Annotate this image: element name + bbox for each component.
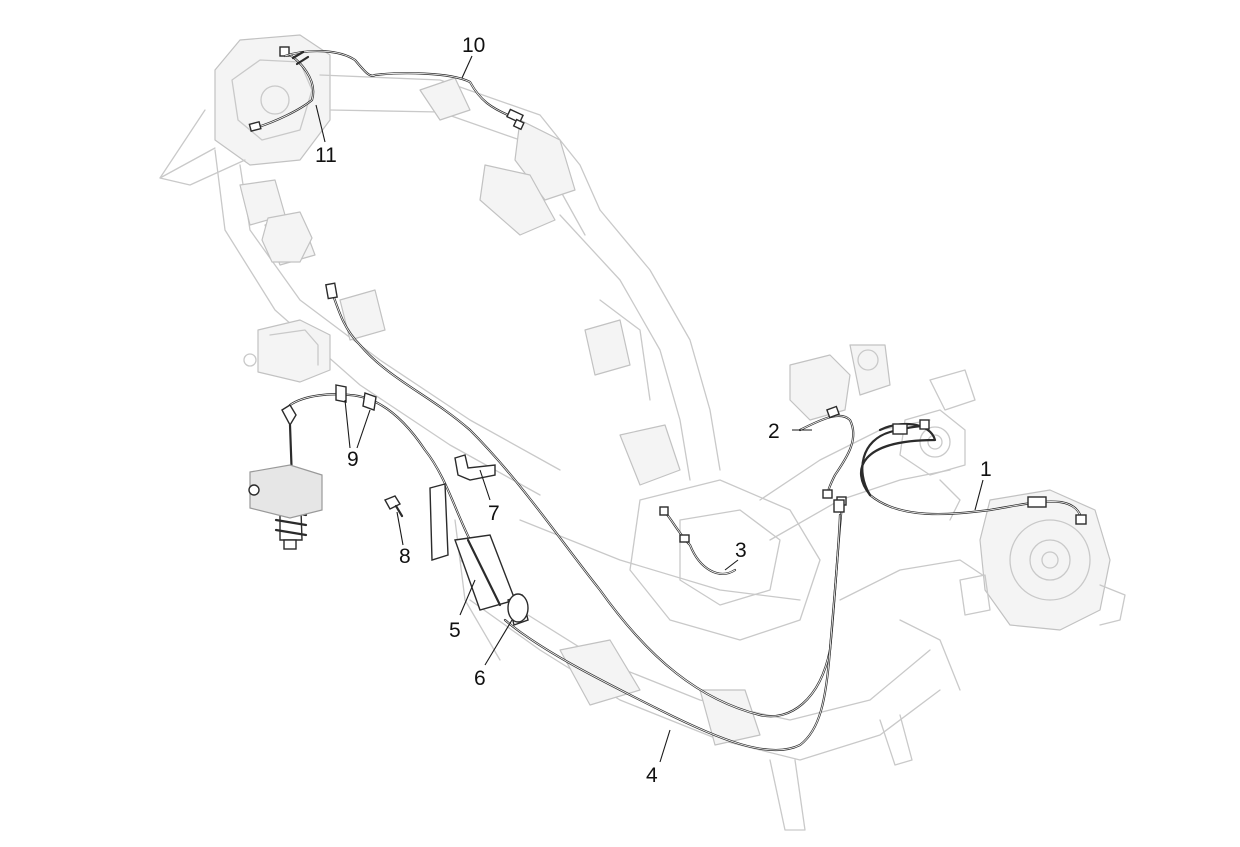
callout-labels: 1 2 3 4 5 6 7 8 9 10 11 [315,34,992,787]
callout-8: 8 [399,545,411,568]
leader-lines [315,55,984,763]
callout-3: 3 [735,539,747,562]
part-10-cable [283,49,525,131]
part-9-hose-with-clips [248,384,472,550]
callout-9: 9 [347,448,359,471]
scooter-frame [159,34,1126,831]
part-5-guide [429,483,516,611]
part-1-cable [860,419,1087,525]
callout-6: 6 [474,667,486,690]
callout-11: 11 [315,144,337,167]
part-7-bracket [454,454,496,481]
callout-5: 5 [449,619,461,642]
part-4-cable [503,499,845,752]
callout-7: 7 [488,502,500,525]
callout-10: 10 [462,34,485,57]
callout-1: 1 [980,458,992,481]
callout-2: 2 [768,420,780,443]
parts [248,46,1087,752]
part-8-bolt [384,495,404,518]
callout-4: 4 [646,764,658,787]
part-6-clamp [507,593,529,626]
part-2-cable [798,405,855,499]
